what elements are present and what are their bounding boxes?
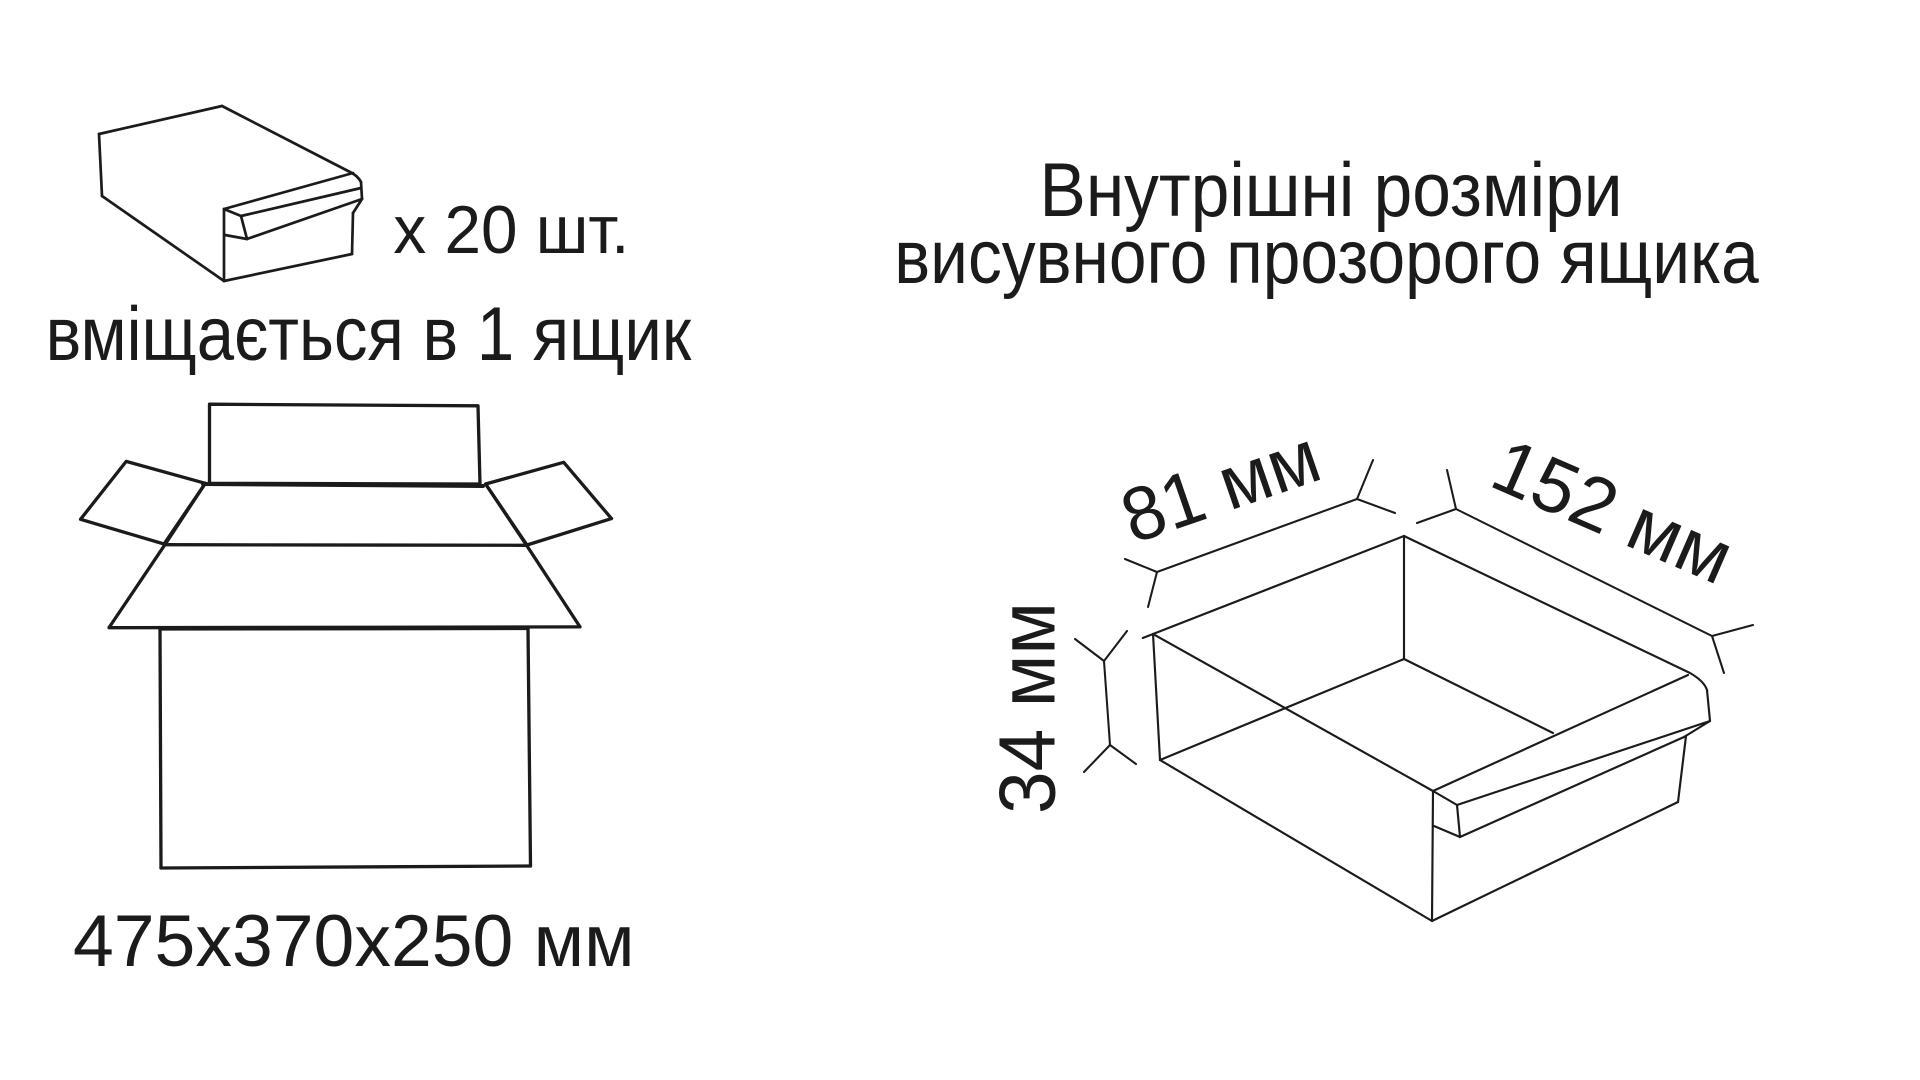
svg-text:34 мм: 34 мм <box>983 602 1072 814</box>
svg-text:Внутрішні розміри: Внутрішні розміри <box>1040 148 1623 233</box>
svg-text:475х370х250 мм: 475х370х250 мм <box>73 901 635 982</box>
svg-text:вміщається в 1 ящик: вміщається в 1 ящик <box>46 292 692 377</box>
svg-text:х 20 шт.: х 20 шт. <box>393 192 629 268</box>
svg-text:висувного прозорого ящика: висувного прозорого ящика <box>894 215 1759 300</box>
